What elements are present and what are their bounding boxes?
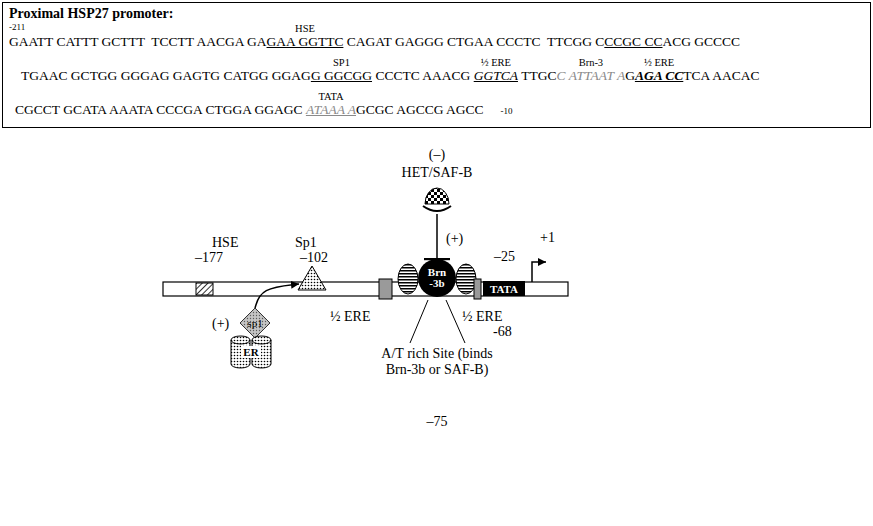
annotated-site: GGTCA½ ERE (474, 68, 518, 83)
sequence-segment: TTGC (521, 68, 556, 83)
receptor-cylinder-top (231, 336, 250, 344)
sequence-segment: CAGAT GAGGG CTGAA CCCTC TTCGG C (347, 34, 605, 49)
tri-shape (298, 266, 326, 290)
factor-circle (418, 259, 456, 297)
tata-box: TATA (483, 281, 525, 296)
position-number: -211 (9, 22, 864, 32)
position-number: -10 (501, 106, 513, 116)
er-dimer: ER (230, 336, 272, 368)
site-annotation: Brn-3 (579, 57, 604, 68)
annotated-site: C ATTAAT ABrn-3 (557, 68, 626, 83)
panel-title: Proximal HSP27 promoter: (9, 6, 864, 22)
sequence-segment: CCCTC AAACG (375, 68, 470, 83)
site-annotation: TATA (318, 91, 343, 102)
sequence-segment: GCGC AGCCG AGCC (356, 102, 484, 117)
hatch-shape (196, 283, 213, 295)
start-site-label: +1 (540, 230, 555, 246)
repression-sign: (–) (429, 147, 445, 163)
sequence-segment: G GGCGG (311, 68, 372, 83)
site-label: –102 (300, 250, 328, 265)
sequence-panel: Proximal HSP27 promoter:-211GAATT CATTT … (2, 2, 871, 128)
het-shape (422, 186, 452, 214)
sequence-segment: CCGC CC (604, 34, 662, 49)
protein-dome (425, 188, 449, 204)
protein-base (423, 206, 451, 211)
activation-sign: (+) (446, 231, 463, 247)
site-label: HET/SAF-B (402, 165, 473, 180)
half-ere-cylinder (398, 264, 418, 294)
sp1-triangle (298, 266, 326, 290)
tata-rect (483, 281, 525, 296)
site-annotation: HSE (295, 23, 315, 34)
sequence-segment: TGAAC GCTGG GGGAG GAGTG CATGG GGAG (21, 68, 311, 83)
site-annotation: ½ ERE (644, 57, 674, 68)
site-annotation: SP1 (333, 57, 350, 68)
sp1-site: Sp1–102 (298, 266, 326, 290)
sequence-line: GAATT CATTT GCTTT TCCTT AACGA GAGAA GGTT… (9, 34, 864, 49)
node-text: ER (241, 346, 260, 358)
annotated-site: AGA CC½ ERE (635, 68, 683, 83)
site-label: –177 (195, 250, 223, 265)
hse-box (196, 283, 213, 295)
sequence-segment: GAATT CATTT GCTTT TCCTT AACGA GA (9, 34, 267, 49)
start-site-arrow (532, 262, 546, 282)
protein-diamond (240, 308, 270, 338)
annotated-site: ATAAA ATATA (306, 102, 356, 117)
site-label: ½ ERE (330, 309, 370, 325)
promoter-bar (163, 282, 568, 296)
site-label: HSE (212, 235, 238, 250)
half-ere-box (474, 279, 481, 299)
sequence-segment: GGTCA (474, 68, 518, 83)
receptor-cylinder-top (252, 336, 271, 344)
sequence-line: TGAAC GCTGG GGGAG GAGTG CATGG GGAGG GGCG… (9, 68, 864, 83)
sequence-segment: AGA CC (635, 68, 683, 83)
annotated-site: GAA GGTTCHSE (267, 34, 344, 49)
inhibition-connector (436, 214, 438, 259)
half-ere-box (379, 279, 392, 299)
position-number: -68 (493, 324, 512, 340)
sequence-segment: ATAAA A (306, 102, 356, 117)
sequence-line: CGCCT GCATA AAATA CCCGA CTGGA GGAGCATAAA… (9, 102, 864, 119)
sequence-segment: C ATTAAT A (557, 68, 626, 83)
position-number: –75 (427, 414, 448, 430)
node-text: TATA (490, 283, 518, 295)
site-note: A/T rich Site (binds Brn-3b or SAF-B) (381, 346, 493, 378)
repressor-protein: HET/SAF-B (422, 186, 452, 214)
hse-site: HSE–177 (196, 283, 213, 295)
activation-sign: (+) (212, 316, 229, 332)
sp1-protein: sp1 (240, 308, 270, 338)
sequence-segment: G (625, 68, 635, 83)
sequence-segment: TCA AACAC (683, 68, 759, 83)
site-label: ½ ERE (462, 309, 502, 325)
site-label: Sp1 (295, 235, 317, 250)
sequence-segment: CGCCT GCATA AAATA CCCGA CTGGA GGAGC (15, 102, 303, 117)
sequence-segment: GAA GGTTC (267, 34, 344, 49)
node-text: sp1 (247, 317, 262, 329)
node-text: Brn -3b (422, 267, 452, 289)
site-annotation: ½ ERE (481, 57, 511, 68)
sequence-segment: ACG GCCCC (662, 34, 740, 49)
brn3b-factor: Brn -3b (418, 259, 456, 297)
position-number: –25 (494, 249, 515, 265)
activation-arrow (255, 284, 299, 308)
half-ere-cylinder (456, 264, 476, 294)
annotated-site: G GGCGGSP1 (311, 68, 372, 83)
leader-line (410, 300, 428, 343)
